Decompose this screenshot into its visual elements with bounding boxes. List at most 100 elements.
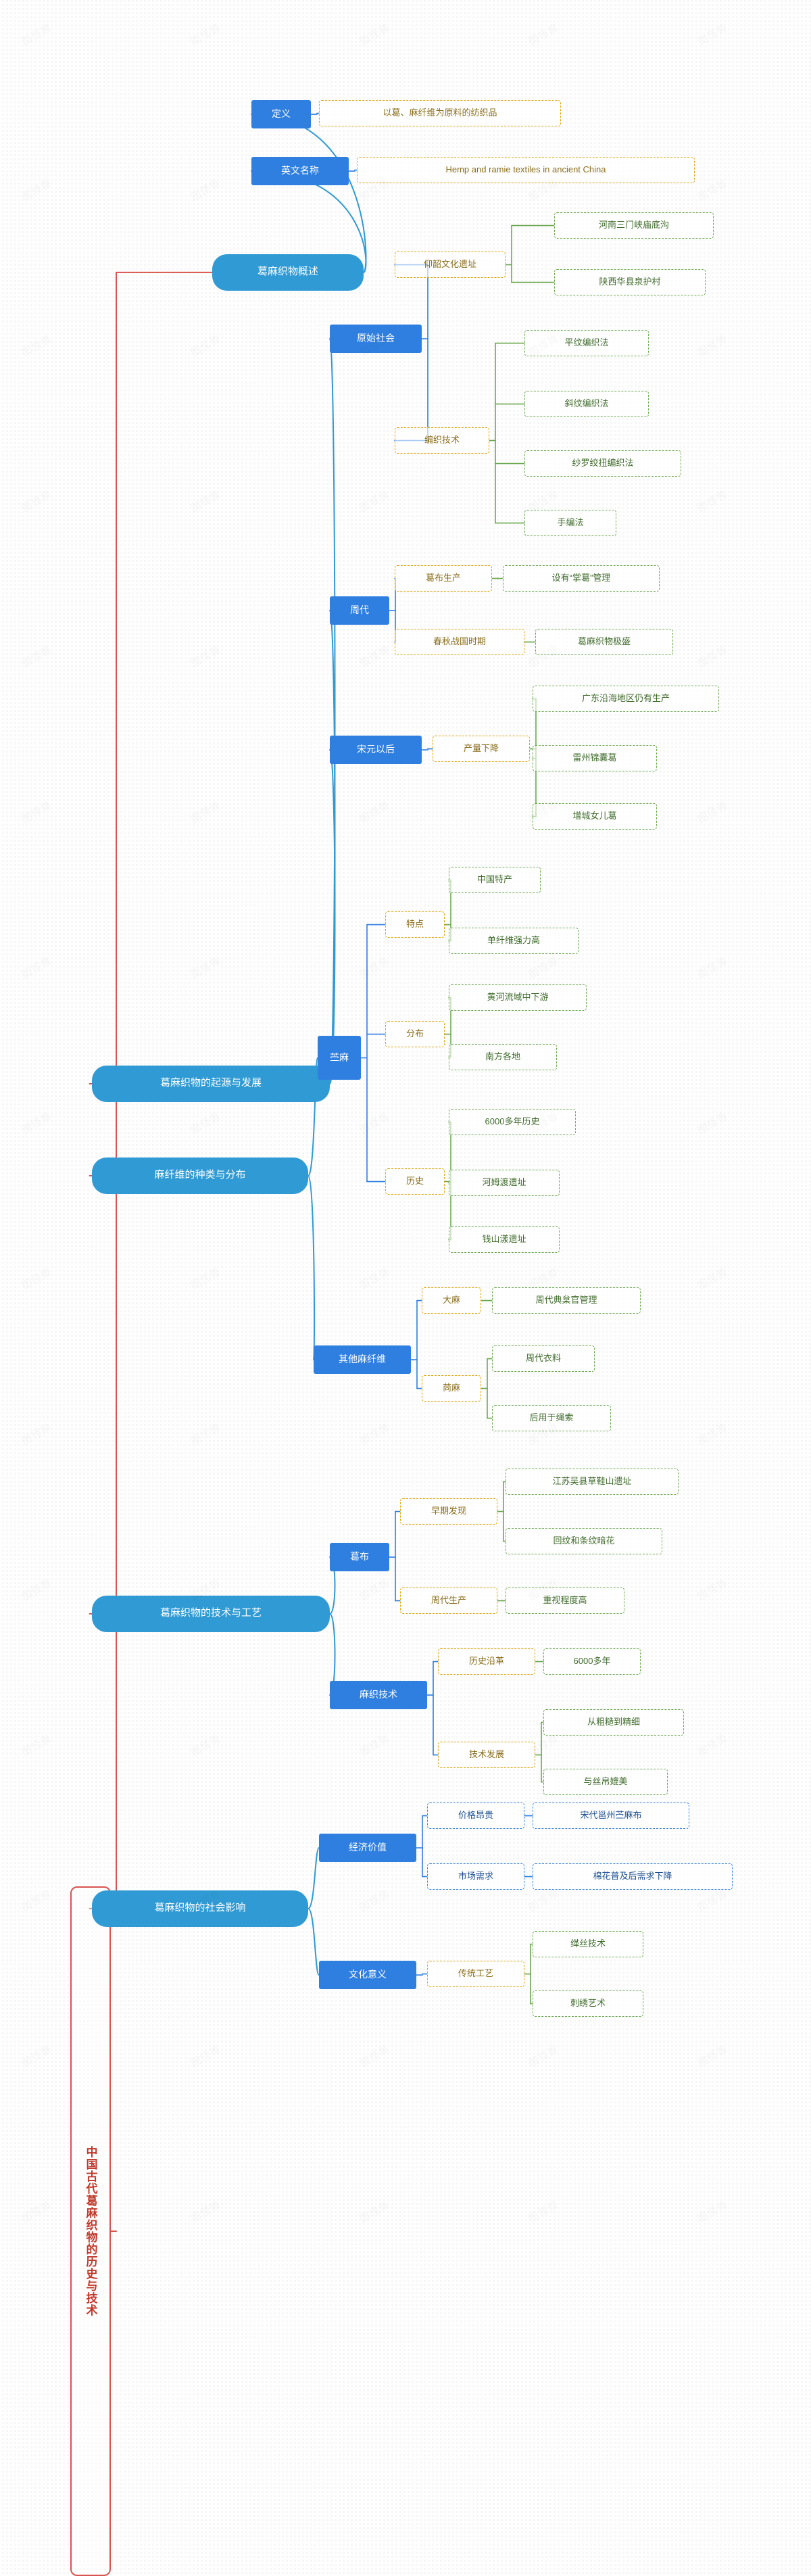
topic-node-label: 经济价值 [349, 1842, 387, 1853]
topic-node-label: 周代 [350, 604, 369, 616]
leaf-node[interactable]: 江苏吴县草鞋山遗址 [506, 1469, 679, 1496]
topic-node[interactable]: 其他麻纤维 [314, 1345, 411, 1375]
topic-node-label: 宋元以后 [357, 744, 395, 755]
topic-node[interactable]: 麻织技术 [330, 1681, 427, 1710]
subtopic-node[interactable]: 历史 [385, 1168, 445, 1195]
leaf-node[interactable]: 重视程度高 [506, 1588, 624, 1615]
subtopic-node-label: 市场需求 [458, 1871, 493, 1882]
subtopic-node[interactable]: 传统工艺 [427, 1961, 524, 1988]
leaf-node[interactable]: 周代衣料 [492, 1345, 595, 1373]
subtopic-node[interactable]: 周代生产 [400, 1588, 497, 1615]
leaf-node[interactable]: 从粗糙到精细 [543, 1709, 684, 1736]
watermark-text: 图怪兽 [695, 1419, 730, 1448]
leaf-node[interactable]: 缂丝技术 [533, 1931, 643, 1958]
leaf-node[interactable]: 后用于绳索 [492, 1405, 611, 1432]
watermark-text: 图怪兽 [695, 642, 730, 670]
subtopic-node-label: 历史 [406, 1176, 424, 1187]
watermark-text: 图怪兽 [19, 1886, 54, 1914]
subtopic-node[interactable]: 仰韶文化遗址 [395, 252, 506, 279]
watermark-text: 图怪兽 [188, 2041, 223, 2070]
watermark-text: 图怪兽 [19, 175, 54, 204]
leaf-node[interactable]: 斜纹编织法 [524, 391, 649, 418]
leaf-node[interactable]: 广东沿海地区仍有生产 [533, 686, 719, 713]
leaf-node[interactable]: 周代典枲官管理 [492, 1287, 641, 1314]
subtopic-node[interactable]: 产量下降 [433, 736, 530, 763]
branch-node[interactable]: 麻纤维的种类与分布 [92, 1158, 308, 1194]
branch-node[interactable]: 葛麻织物的起源与发展 [92, 1066, 330, 1102]
subtopic-node[interactable]: 春秋战国时期 [395, 629, 524, 656]
topic-node[interactable]: 葛布 [330, 1543, 389, 1572]
leaf-node[interactable]: 手编法 [524, 510, 616, 537]
leaf-node-label: 周代衣料 [525, 1353, 561, 1364]
topic-node[interactable]: 原始社会 [330, 325, 422, 354]
leaf-node[interactable]: 回纹和条纹暗花 [506, 1528, 662, 1555]
watermark-text: 图怪兽 [695, 2197, 730, 2225]
leaf-node[interactable]: 6000多年历史 [449, 1109, 576, 1136]
root-node-label: 中国古代葛麻织物的历史与技术 [84, 2146, 97, 2316]
subtopic-node[interactable]: 分布 [385, 1021, 445, 1048]
leaf-node-label: 宋代邕州苎麻布 [580, 1810, 642, 1821]
watermark-text: 图怪兽 [695, 1108, 730, 1137]
leaf-node-label: 南方各地 [485, 1051, 520, 1062]
leaf-node[interactable]: 中国特产 [449, 867, 541, 894]
subtopic-node-label: 分布 [406, 1028, 424, 1039]
watermark-text: 图怪兽 [357, 2197, 392, 2225]
leaf-node[interactable]: 设有“掌葛”管理 [503, 565, 660, 592]
subtopic-node[interactable]: 大麻 [422, 1287, 481, 1314]
leaf-node[interactable]: 纱罗绞扭编织法 [524, 450, 681, 477]
leaf-node[interactable]: 6000多年 [543, 1648, 641, 1675]
branch-node[interactable]: 葛麻织物概述 [212, 254, 364, 291]
root-node[interactable]: 中国古代葛麻织物的历史与技术 [70, 1886, 111, 2576]
leaf-node[interactable]: 钱山漾遗址 [449, 1226, 560, 1254]
subtopic-node[interactable]: 特点 [385, 911, 445, 938]
leaf-node[interactable]: 与丝帛媲美 [543, 1769, 668, 1796]
subtopic-node[interactable]: Hemp and ramie textiles in ancient China [357, 157, 695, 184]
subtopic-node[interactable]: 价格昂贵 [427, 1803, 524, 1830]
watermark-text: 图怪兽 [695, 331, 730, 359]
subtopic-node[interactable]: 市场需求 [427, 1863, 524, 1890]
watermark-text: 图怪兽 [526, 953, 561, 981]
subtopic-node[interactable]: 苘麻 [422, 1375, 481, 1402]
leaf-node[interactable]: 河南三门峡庙底沟 [554, 212, 714, 239]
branch-node-label: 葛麻织物的技术与工艺 [159, 1607, 262, 1619]
leaf-node[interactable]: 葛麻织物极盛 [535, 629, 673, 656]
subtopic-node[interactable]: 以葛、麻纤维为原料的纺织品 [319, 100, 561, 127]
watermark-text: 图怪兽 [188, 331, 223, 359]
leaf-node[interactable]: 宋代邕州苎麻布 [533, 1803, 689, 1830]
topic-node[interactable]: 宋元以后 [330, 736, 422, 765]
leaf-node[interactable]: 雷州锦囊葛 [533, 745, 657, 772]
subtopic-node-label: 仰韶文化遗址 [423, 259, 476, 270]
watermark-text: 图怪兽 [357, 20, 392, 48]
leaf-node-label: 后用于绳索 [529, 1412, 574, 1423]
subtopic-node[interactable]: 早期发现 [400, 1498, 497, 1525]
subtopic-node[interactable]: 历史沿革 [438, 1648, 535, 1675]
subtopic-node[interactable]: 编织技术 [395, 427, 489, 454]
leaf-node-label: 从粗糙到精细 [587, 1717, 640, 1727]
leaf-node[interactable]: 棉花普及后需求下降 [533, 1863, 733, 1890]
topic-node[interactable]: 周代 [330, 596, 389, 625]
leaf-node-label: 钱山漾遗址 [482, 1234, 526, 1245]
topic-node[interactable]: 文化意义 [319, 1961, 416, 1990]
subtopic-node[interactable]: 技术发展 [438, 1742, 535, 1769]
leaf-node-label: 中国特产 [476, 874, 512, 885]
leaf-node-label: 斜纹编织法 [564, 398, 609, 409]
leaf-node[interactable]: 黄河流域中下游 [449, 984, 587, 1011]
leaf-node[interactable]: 单纤维强力高 [449, 928, 579, 955]
branch-node[interactable]: 葛麻织物的技术与工艺 [92, 1596, 330, 1632]
topic-node[interactable]: 经济价值 [319, 1834, 416, 1863]
topic-node-label: 麻织技术 [360, 1689, 397, 1700]
leaf-node[interactable]: 南方各地 [449, 1044, 557, 1071]
watermark-text: 图怪兽 [695, 2041, 730, 2070]
subtopic-node[interactable]: 葛布生产 [395, 565, 492, 592]
leaf-node[interactable]: 增城女儿葛 [533, 803, 657, 830]
topic-node[interactable]: 定义 [251, 100, 311, 129]
leaf-node[interactable]: 陕西华县泉护村 [554, 269, 706, 296]
branch-node[interactable]: 葛麻织物的社会影响 [92, 1890, 308, 1927]
leaf-node-label: 周代典枲官管理 [535, 1295, 597, 1306]
leaf-node[interactable]: 平纹编织法 [524, 330, 649, 357]
leaf-node[interactable]: 河姆渡遗址 [449, 1170, 560, 1197]
subtopic-node-label: 特点 [406, 919, 424, 930]
leaf-node[interactable]: 刺绣艺术 [533, 1990, 643, 2018]
topic-node[interactable]: 苎麻 [318, 1036, 361, 1080]
topic-node[interactable]: 英文名称 [251, 157, 349, 186]
